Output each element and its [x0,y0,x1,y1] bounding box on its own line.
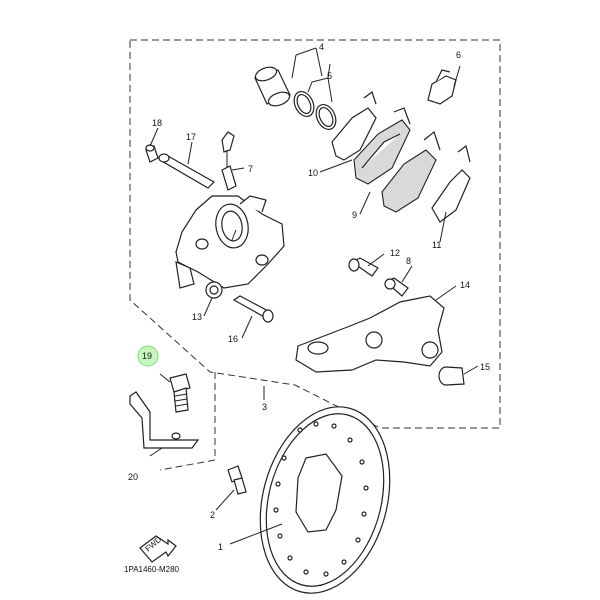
callout-13: 13 [192,312,202,322]
pad-shim-right-part[interactable] [431,144,471,223]
callout-20: 20 [128,472,138,482]
callout-15: 15 [480,362,490,372]
bracket-pin-part[interactable] [384,277,409,297]
forward-arrow-icon: FWD [139,535,177,563]
callout-7: 7 [248,164,253,174]
callout-10: 10 [308,168,318,178]
callout-11: 11 [432,240,441,250]
callout-6: 6 [456,50,461,60]
brake-disc-part[interactable] [241,392,410,600]
callout-8: 8 [406,256,411,266]
callout-18: 18 [152,118,162,128]
callout-12: 12 [390,248,400,258]
pad-shim-left-part[interactable] [331,91,377,161]
callout-14: 14 [460,280,470,290]
callout-9: 9 [352,210,357,220]
piston-part[interactable] [254,65,292,109]
piston-seal-part[interactable] [290,88,339,132]
mount-bolt-part[interactable] [169,373,191,413]
callout-5: 5 [327,71,332,81]
pad-spring-part[interactable] [427,65,461,105]
diagram-code: 1PA1460-M280 [124,565,180,574]
dust-cap-part[interactable] [145,144,159,163]
disc-bolt-part[interactable] [227,465,247,495]
mount-boundary [159,372,216,471]
bracket-bolt-part[interactable] [348,257,379,277]
brake-pad-kit-part[interactable] [353,107,441,213]
callout-4: 4 [319,42,324,52]
callout-17: 17 [186,132,196,142]
callout-19-highlight [137,345,159,367]
caliper-body-part[interactable] [175,195,285,289]
pad-pin-part[interactable] [158,153,215,189]
bracket-collar-part[interactable] [438,366,465,386]
caliper-bracket-part[interactable] [295,295,445,373]
bleed-screw-part[interactable] [221,131,237,191]
callout-3: 3 [262,402,267,412]
caliper-bolt-part[interactable] [232,295,274,323]
callout-2: 2 [210,510,215,520]
callout-1: 1 [218,542,223,552]
hose-guide-part[interactable] [129,391,200,449]
caliper-collar-part[interactable] [205,281,223,299]
callout-19: 19 [142,351,152,361]
callout-16: 16 [228,334,238,344]
